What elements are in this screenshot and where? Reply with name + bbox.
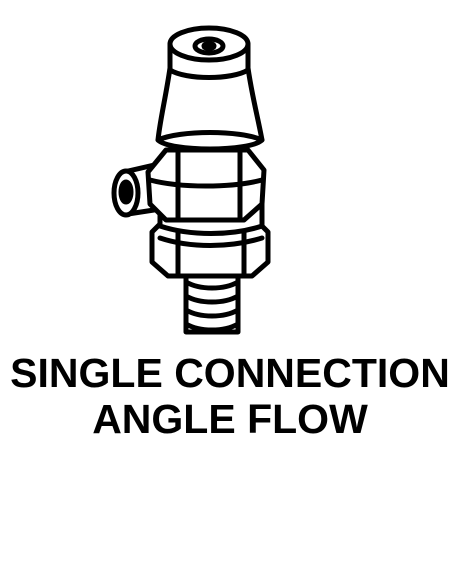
- top-cap: [167, 25, 251, 80]
- caption-line-1: SINGLE CONNECTION: [10, 350, 450, 396]
- part-caption: SINGLE CONNECTION ANGLE FLOW: [0, 350, 460, 442]
- reservoir-neck: [155, 65, 265, 152]
- threaded-stud: [183, 267, 241, 335]
- upper-hex-body: [145, 147, 267, 223]
- single-connection-angle-flow-fitting-icon: [111, 25, 271, 335]
- caption-line-2: ANGLE FLOW: [92, 396, 368, 442]
